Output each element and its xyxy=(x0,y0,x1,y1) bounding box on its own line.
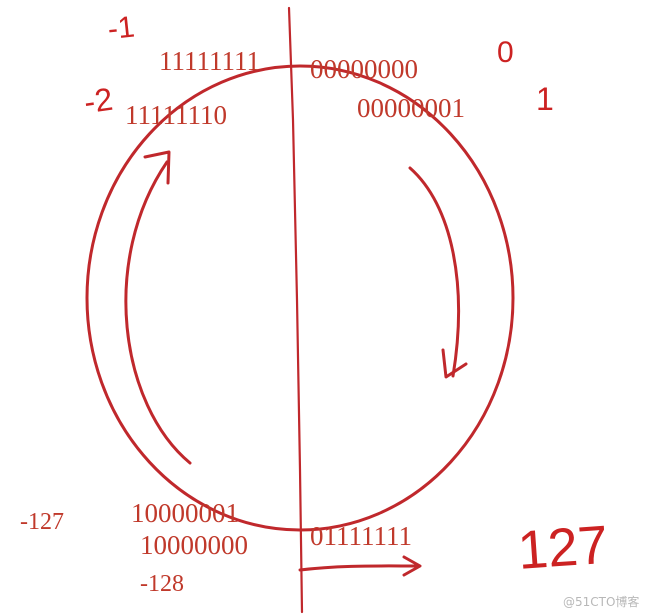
watermark: @51CTO博客 xyxy=(563,594,639,609)
binary-neg1: 11111111 xyxy=(159,46,260,76)
binary-neg127: 10000001 xyxy=(131,498,239,528)
right-down-arrow xyxy=(408,166,461,378)
bottom-right-arrow xyxy=(298,564,420,572)
handwritten-one: 1 xyxy=(536,81,554,117)
left-arrowhead xyxy=(143,150,171,185)
divider-line xyxy=(287,6,304,614)
decimal-neg128: -128 xyxy=(140,571,184,597)
bottom-arrowhead xyxy=(402,555,422,577)
handwritten-neg2: -2 xyxy=(82,81,115,121)
handwritten-pos127: 127 xyxy=(516,515,610,581)
binary-pos127: 01111111 xyxy=(310,521,412,551)
decimal-neg127: -127 xyxy=(20,509,64,535)
binary-one: 00000001 xyxy=(357,93,465,123)
binary-neg128: 10000000 xyxy=(140,530,248,560)
right-arrowhead xyxy=(441,348,468,379)
left-up-arrow xyxy=(124,160,192,465)
binary-neg2: 11111110 xyxy=(125,100,227,130)
handwritten-neg1: -1 xyxy=(106,11,136,47)
handwritten-zero: 0 xyxy=(497,36,514,69)
binary-zero: 00000000 xyxy=(310,54,418,84)
